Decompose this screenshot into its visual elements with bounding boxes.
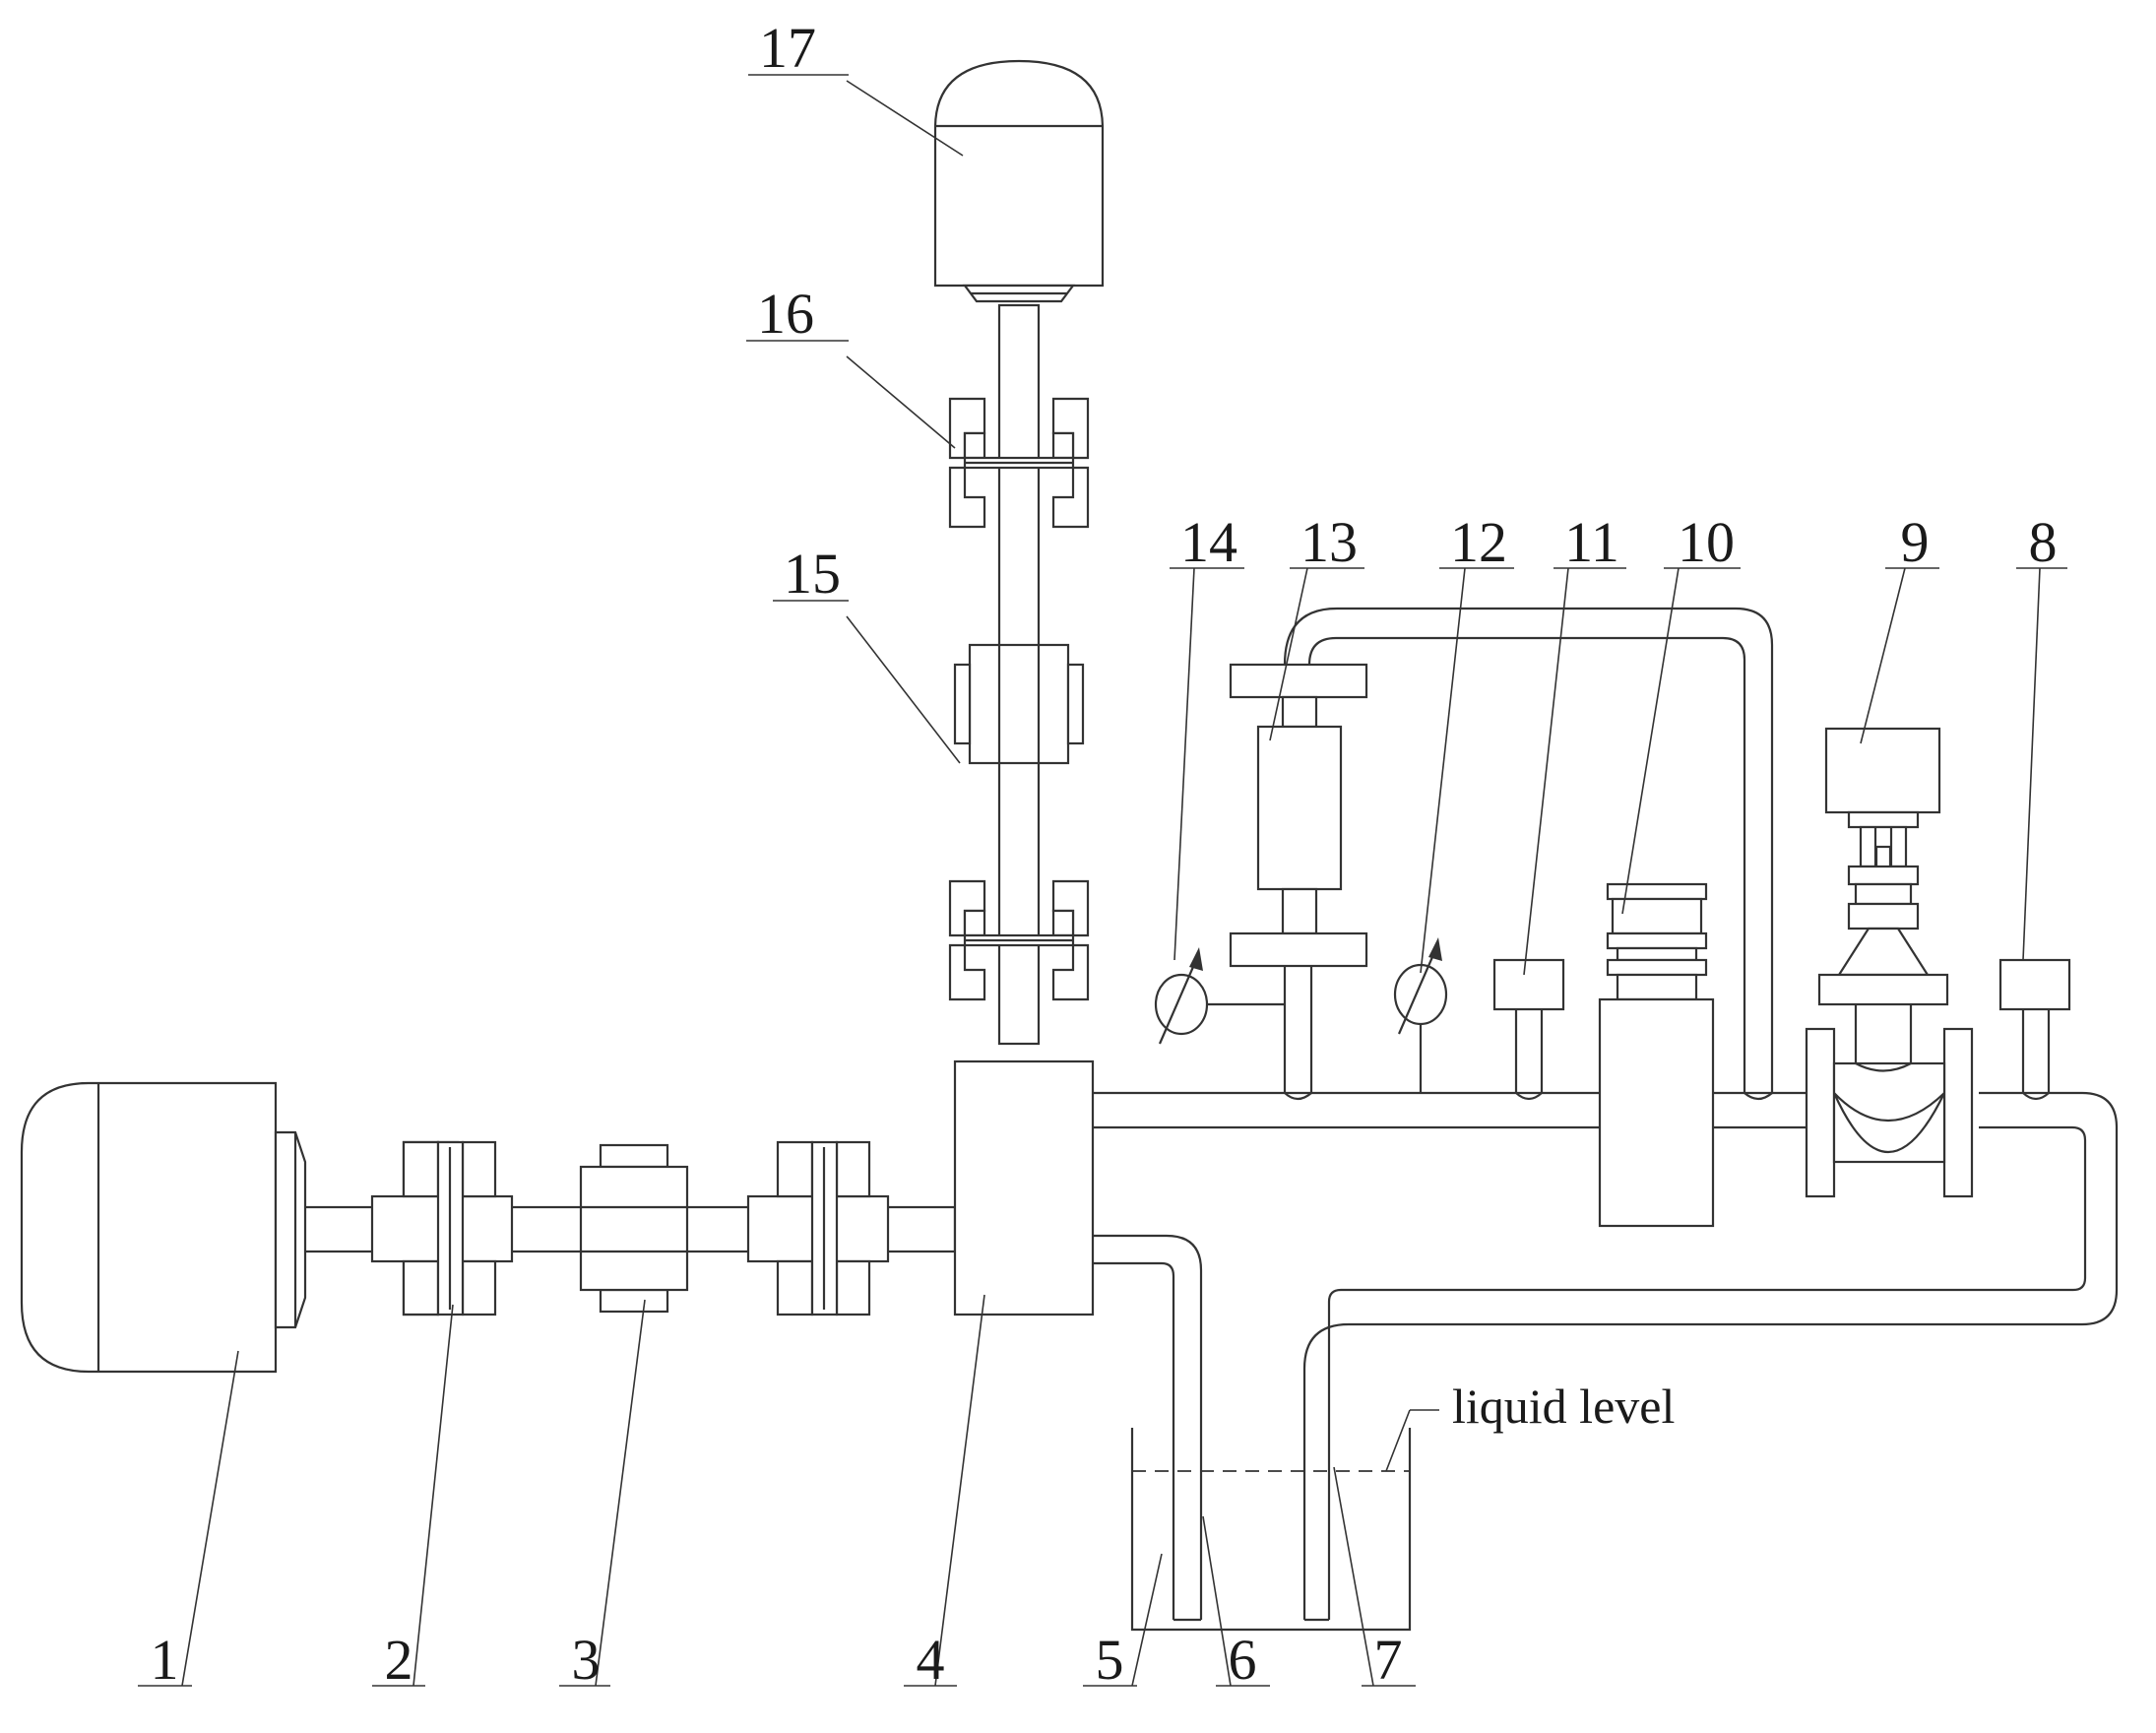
lower-vertical-coupling <box>948 879 1090 1001</box>
label-3: 3 <box>572 1628 601 1692</box>
left-horizontal-coupling <box>370 1140 514 1316</box>
control-valve <box>1805 727 1974 1198</box>
flow-device <box>1598 882 1715 1228</box>
label-5: 5 <box>1096 1628 1124 1692</box>
sensor-11 <box>1492 958 1565 1101</box>
liquid-level-label: liquid level <box>1452 1379 1675 1434</box>
label-12: 12 <box>1450 510 1507 574</box>
vertical-bearing <box>953 643 1085 765</box>
water-tank <box>1130 1428 1412 1632</box>
upper-vertical-coupling <box>948 397 1090 529</box>
label-7: 7 <box>1374 1628 1403 1692</box>
label-16: 16 <box>757 282 814 346</box>
label-11: 11 <box>1564 510 1619 574</box>
drive-motor <box>20 1081 307 1374</box>
right-horizontal-coupling <box>746 1140 890 1316</box>
label-17: 17 <box>759 16 816 80</box>
label-10: 10 <box>1678 510 1735 574</box>
part-labels: 1 2 3 4 5 6 7 8 9 10 11 12 13 14 15 16 1… <box>138 16 2067 1692</box>
sensor-8 <box>1998 958 2071 1101</box>
pump <box>953 1059 1095 1316</box>
label-2: 2 <box>385 1628 413 1692</box>
leader-lines <box>181 80 2041 1687</box>
label-13: 13 <box>1300 510 1358 574</box>
label-15: 15 <box>784 542 841 606</box>
top-motor <box>933 59 1105 303</box>
label-8: 8 <box>2029 510 2058 574</box>
horizontal-bearing <box>579 1143 689 1314</box>
label-6: 6 <box>1229 1628 1257 1692</box>
gauge-12 <box>1393 937 1448 1093</box>
gauge-14 <box>1154 947 1285 1045</box>
label-4: 4 <box>917 1628 945 1692</box>
label-1: 1 <box>151 1628 179 1692</box>
label-14: 14 <box>1180 510 1237 574</box>
flowmeter <box>1229 663 1368 1101</box>
label-9: 9 <box>1901 510 1930 574</box>
